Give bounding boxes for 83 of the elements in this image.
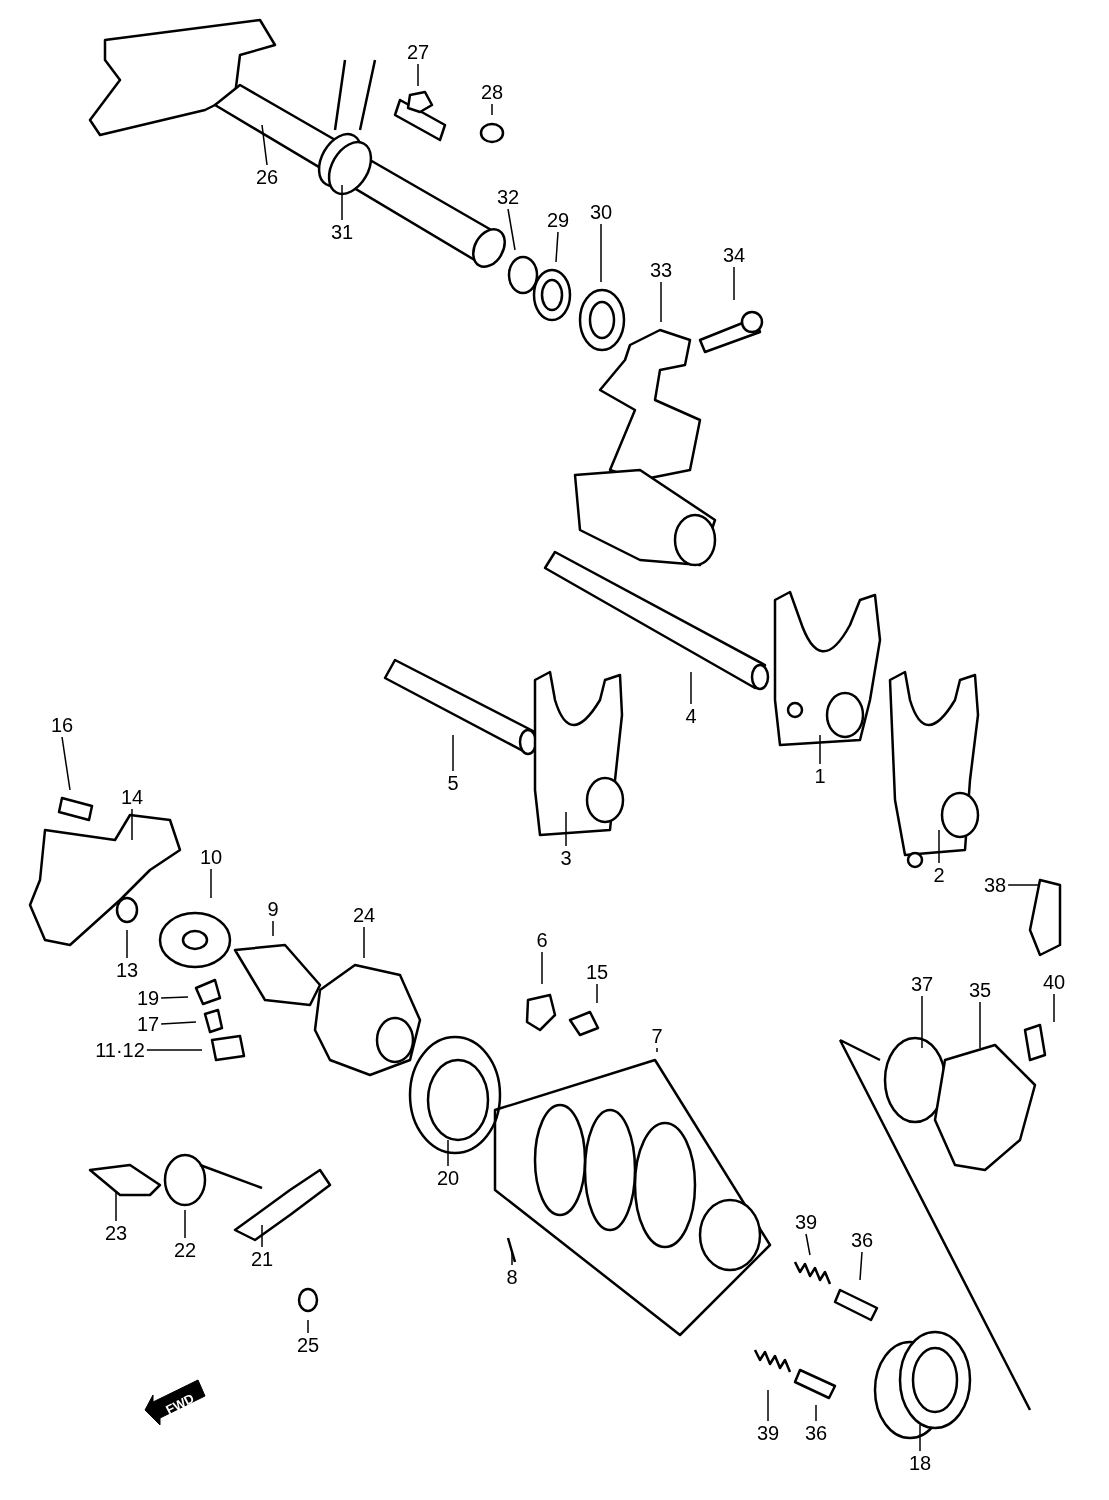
leader-line <box>131 808 133 841</box>
callout-number: 13 <box>115 959 139 981</box>
callout-number: 10 <box>199 846 223 868</box>
callout-number: 30 <box>589 201 613 223</box>
leader-line <box>921 995 923 1049</box>
callout-number: 17 <box>136 1013 160 1035</box>
callout-number: 8 <box>506 1266 518 1288</box>
leader-line <box>596 983 598 1004</box>
leader-line <box>363 926 365 959</box>
leader-line <box>660 281 662 323</box>
leader-line <box>938 829 940 864</box>
leader-line <box>819 734 821 765</box>
callout-number: 35 <box>968 979 992 1001</box>
callout-number: 34 <box>722 244 746 266</box>
callout-number: 5 <box>447 772 459 794</box>
leader-line <box>541 951 543 985</box>
callout-number: 36 <box>804 1422 828 1444</box>
callout-number: 39 <box>794 1211 818 1233</box>
leader-line <box>767 1389 769 1422</box>
callout-number: 27 <box>406 41 430 63</box>
leader-line <box>272 920 274 937</box>
callout-number: 7 <box>651 1025 663 1047</box>
callout-number: 37 <box>910 973 934 995</box>
callout-number: 28 <box>480 81 504 103</box>
leader-line <box>507 208 516 251</box>
leader-line <box>600 223 602 283</box>
leader-line <box>447 1139 449 1167</box>
callout-number: 1 <box>814 765 826 787</box>
callout-number: 4 <box>685 705 697 727</box>
callout-number: 31 <box>330 221 354 243</box>
leader-line <box>61 736 71 791</box>
leader-line <box>126 929 128 959</box>
leader-line <box>805 1233 811 1256</box>
callout-number: 2 <box>933 864 945 886</box>
leader-line <box>160 996 189 999</box>
callout-number: 6 <box>536 929 548 951</box>
callout-number: 22 <box>173 1239 197 1261</box>
leader-line <box>555 231 559 263</box>
leader-line <box>115 1191 117 1222</box>
leader-line <box>184 1209 186 1239</box>
leader-line <box>859 1251 863 1281</box>
callout-number: 25 <box>296 1334 320 1356</box>
leader-line <box>1007 884 1039 886</box>
callout-number: 32 <box>496 186 520 208</box>
callout-number: 19 <box>136 987 160 1009</box>
leader-line <box>210 868 212 899</box>
callout-number: 11·12 <box>95 1039 145 1061</box>
callout-number: 16 <box>50 714 74 736</box>
leader-line <box>1053 993 1055 1023</box>
leader-line <box>690 671 692 705</box>
callout-number: 38 <box>983 874 1007 896</box>
leader-line <box>919 1424 921 1452</box>
leader-line <box>160 1021 197 1025</box>
callout-number: 36 <box>850 1229 874 1251</box>
callout-number: 15 <box>585 961 609 983</box>
leader-line <box>261 124 268 166</box>
leader-line <box>341 184 343 221</box>
leader-line <box>815 1404 817 1422</box>
leader-line <box>261 1224 263 1248</box>
callout-number: 18 <box>908 1452 932 1474</box>
leader-line <box>511 1251 513 1266</box>
leader-line <box>565 811 567 847</box>
callout-number: 29 <box>546 209 570 231</box>
callout-number: 9 <box>267 898 279 920</box>
leader-line <box>417 63 419 87</box>
callout-number: 3 <box>560 847 572 869</box>
leader-line <box>146 1049 203 1051</box>
leader-line <box>452 734 454 772</box>
callout-number: 20 <box>436 1167 460 1189</box>
callout-number: 26 <box>255 166 279 188</box>
callout-number: 33 <box>649 259 673 281</box>
callout-number: 39 <box>756 1422 780 1444</box>
direction-label: FWD <box>163 1390 197 1418</box>
callout-number: 14 <box>120 786 144 808</box>
callout-number: 24 <box>352 904 376 926</box>
leader-line <box>656 1047 658 1053</box>
leader-line <box>491 103 493 116</box>
leader-line <box>733 266 735 301</box>
leader-line <box>979 1001 981 1049</box>
callout-number: 23 <box>104 1222 128 1244</box>
callout-number: 21 <box>250 1248 274 1270</box>
callout-number: 40 <box>1042 971 1066 993</box>
leader-line <box>307 1319 309 1334</box>
